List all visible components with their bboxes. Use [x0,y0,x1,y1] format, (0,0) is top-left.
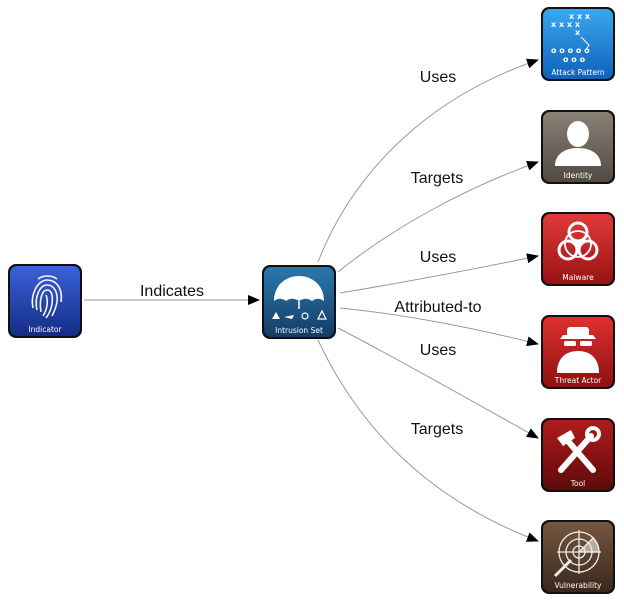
node-intrusion-set[interactable]: Intrusion Set [262,265,336,339]
edge-label-attributed-to: Attributed-to [394,299,481,316]
node-malware-label: Malware [562,273,594,282]
radar-icon [553,530,601,578]
node-tool-label: Tool [570,479,586,488]
node-attack-pattern[interactable]: x x x x x x x x o o o o o o o o Attack P… [541,7,615,81]
node-vulnerability-label: Vulnerability [555,581,602,590]
wrench-hammer-icon [557,426,601,473]
node-threat-actor[interactable]: Threat Actor [541,315,615,389]
fingerprint-icon [31,275,63,319]
edge-attributed-to: Attributed-to [339,299,539,347]
edge-label-indicates: Indicates [140,283,204,300]
edge-label-targets-vulnerability: Targets [411,421,463,438]
spy-icon [557,327,599,373]
edge-label-uses-malware: Uses [420,249,456,266]
svg-text:o o o o o: o o o o o [551,46,590,55]
edge-label-uses-tool: Uses [420,342,456,359]
umbrella-icon [272,276,327,320]
node-attack-pattern-label: Attack Pattern [551,68,605,77]
svg-text:x x x: x x x [569,12,591,21]
svg-text:x x x x: x x x x [551,20,581,29]
edge-uses-attack-pattern: Uses [317,58,539,263]
node-identity-label: Identity [564,171,593,180]
node-indicator-label: Indicator [28,325,62,334]
svg-text:x: x [575,28,581,37]
playbook-icon: x x x x x x x x o o o o o o o o [551,12,591,64]
edge-indicates: Indicates [84,283,260,305]
node-vulnerability[interactable]: Vulnerability [541,520,615,594]
edge-targets-identity: Targets [337,161,539,273]
edge-targets-vulnerability: Targets [317,339,539,542]
node-intrusion-set-label: Intrusion Set [275,326,323,335]
edge-label-targets-identity: Targets [411,170,463,187]
node-tool[interactable]: Tool [541,418,615,492]
node-malware[interactable]: Malware [541,212,615,286]
edge-uses-malware: Uses [339,249,539,294]
biohazard-icon [557,221,599,261]
node-threat-actor-label: Threat Actor [554,376,602,385]
person-icon [555,121,601,166]
edge-uses-tool: Uses [337,327,539,439]
node-indicator[interactable]: Indicator [8,264,82,338]
edge-label-uses-attack-pattern: Uses [420,69,456,86]
node-identity[interactable]: Identity [541,110,615,184]
svg-text:o o o: o o o [563,55,586,64]
